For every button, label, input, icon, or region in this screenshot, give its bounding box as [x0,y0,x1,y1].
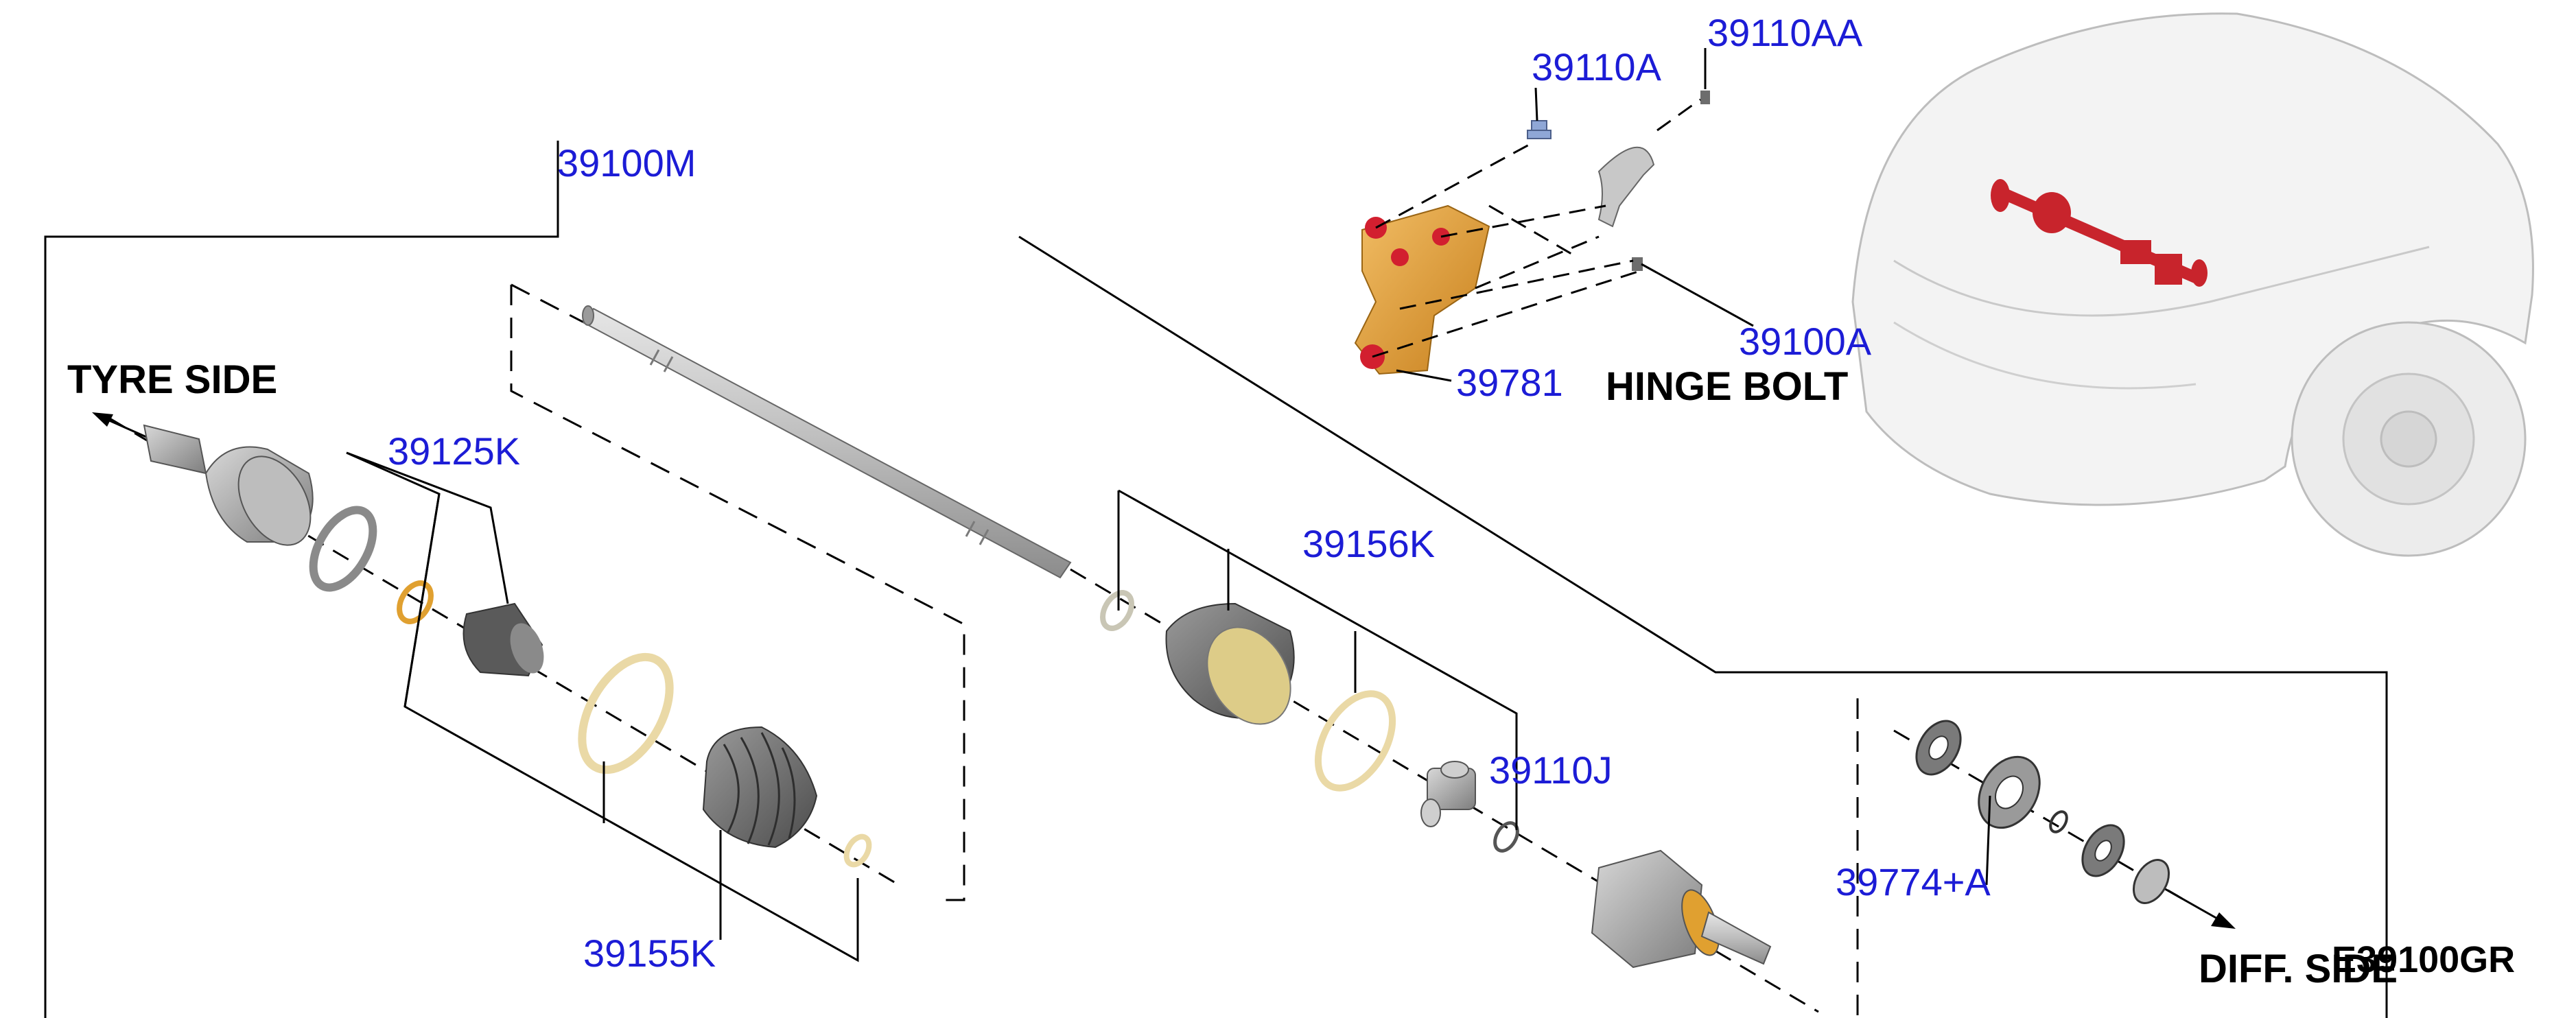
bracket-cap [1597,147,1655,228]
part-label-39774a[interactable]: 39774+A [1836,860,1991,903]
vehicle-shaft-highlight [1991,179,2208,287]
caption-diff-side: DIFF. SIDE [2199,947,2398,991]
bracket-bolt-small [1527,120,1552,139]
part-label-39156k[interactable]: 39156K [1302,522,1436,565]
part-label-39110a[interactable]: 39110A [1532,45,1661,88]
caption-hinge-bolt: HINGE BOLT [1606,364,1849,409]
outer-boot [702,726,818,849]
bearing-seal-3 [2132,859,2170,904]
vehicle-overview [1851,12,2534,557]
outer-cv-joint [143,424,314,546]
bearing [1978,755,2041,829]
inner-cv-housing [1591,849,1772,969]
part-label-39155k[interactable]: 39155K [583,932,716,975]
bracket-dashed-guides [1372,98,1701,358]
part-label-39100m[interactable]: 39100M [557,141,696,185]
part-label-39110aa[interactable]: 39110AA [1707,11,1863,54]
outer-joint-inner-race [462,602,544,677]
part-label-39110j[interactable]: 39110J [1489,748,1613,792]
caption-tyre-side: TYRE SIDE [67,357,278,402]
bearing-seal-2 [2081,824,2125,877]
circlip [1493,821,1519,853]
clamp-ring-1 [309,506,377,592]
bearing-seal-1 [1915,720,1962,776]
hinge-bolt-part [1632,257,1643,271]
snap-ring-orange [397,580,434,624]
part-label-39100a[interactable]: 39100A [1739,320,1872,363]
boot-clamp-small [843,833,872,868]
part-label-39781[interactable]: 39781 [1456,361,1563,404]
bearing-snap-ring [2049,810,2068,833]
boot-clamp-large [578,652,674,774]
snap-ring-inner [1100,590,1134,631]
arrow-left-icon [92,412,152,440]
boot-clamp-inner [1314,690,1396,792]
inner-boot [1165,602,1295,725]
drive-shaft [582,305,1072,579]
diagram-reference: E39100GR [2332,939,2516,980]
leader-lines [346,48,1991,962]
assembly-bracket-39100M [44,141,2388,1018]
cap-bolt [1700,91,1710,104]
tripod-spider [1420,761,1476,827]
arrow-right-icon [2161,886,2236,929]
part-label-39125k[interactable]: 39125K [388,429,521,473]
